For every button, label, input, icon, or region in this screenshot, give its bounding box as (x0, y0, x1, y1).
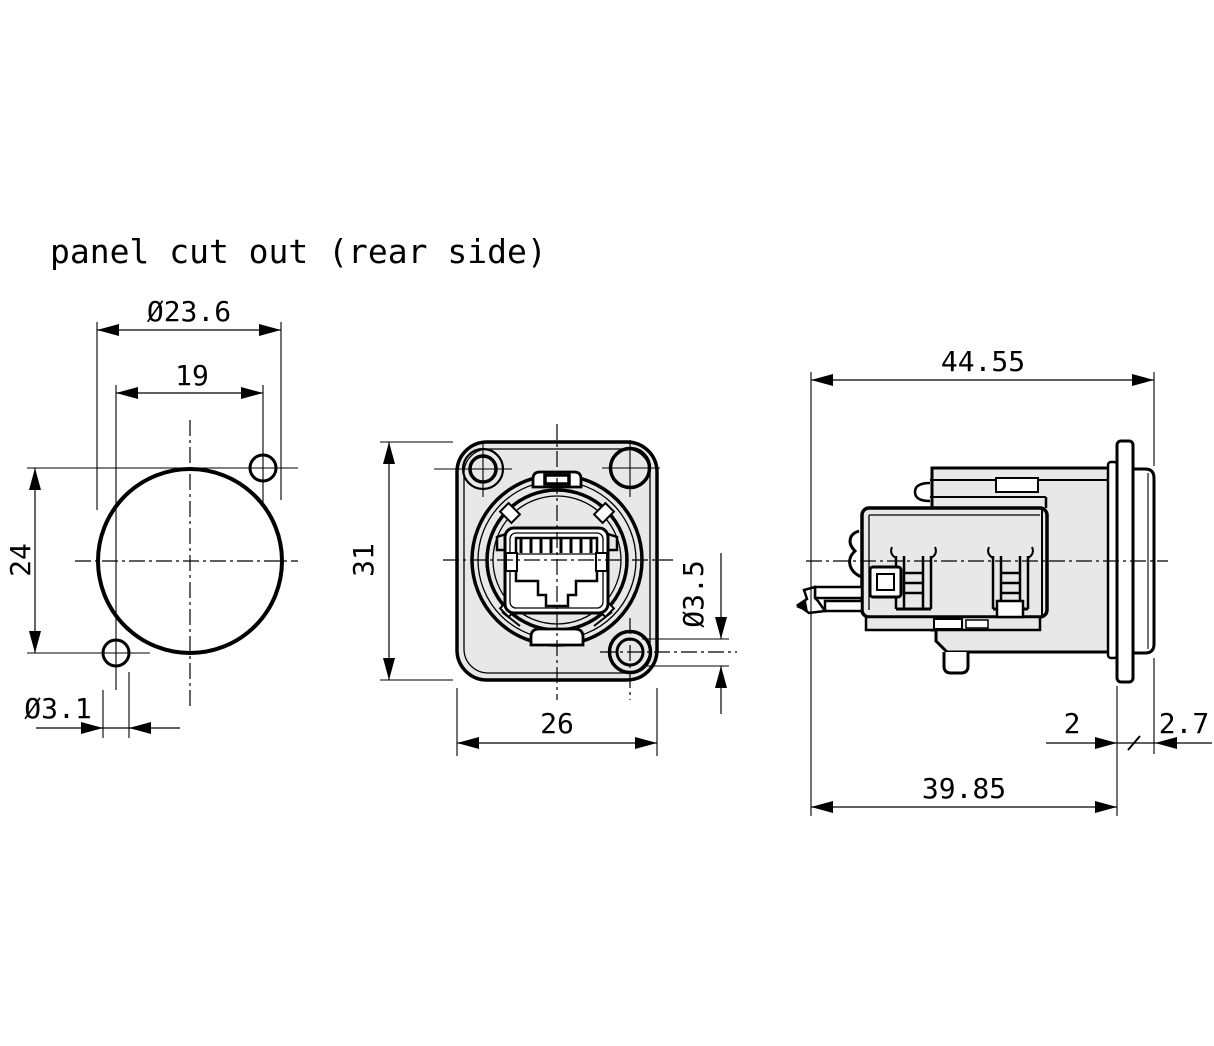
arrowhead (811, 374, 833, 386)
dim-flange-thickness-and-protrusion: 2 2.7 (1046, 658, 1212, 754)
dim-flange-height: 31 (347, 441, 453, 681)
dim-tick (1127, 735, 1141, 751)
contact-box-inner (876, 573, 895, 591)
dim-hole-pitch-vertical: 24 (4, 467, 298, 654)
arrowhead (29, 631, 41, 653)
arrowhead (129, 722, 151, 734)
side-view: 44.55 39.85 2 2.7 (795, 345, 1212, 816)
dim-total-depth: 44.55 (810, 345, 1155, 816)
arrowhead (81, 722, 103, 734)
idc-contacts (890, 546, 937, 611)
plate-detail (933, 618, 963, 630)
arrowhead (259, 324, 281, 336)
jack-shoulder-left (495, 532, 507, 552)
mounting-hole-top-left (434, 444, 512, 497)
drawing-title: panel cut out (rear side) (50, 232, 547, 271)
arrowhead (715, 617, 727, 639)
dim-label: 2 (1064, 707, 1081, 740)
rj45-side-notch-right (595, 552, 608, 572)
dim-label: 2.7 (1159, 707, 1210, 740)
front-view: 31 26 Ø3.5 (347, 424, 737, 756)
dim-label: 31 (347, 543, 380, 577)
dim-label: Ø23.6 (147, 295, 231, 328)
arrowhead (241, 387, 263, 399)
dim-label: 44.55 (941, 345, 1025, 378)
dim-hole-pitch-horizontal: 19 (115, 359, 264, 690)
dim-label: 19 (175, 359, 209, 392)
dim-label: 26 (540, 707, 574, 740)
dim-cutout-diameter: Ø23.6 (96, 295, 282, 510)
ground-tab (795, 585, 864, 615)
arrowhead (97, 324, 119, 336)
arrowhead (1095, 801, 1117, 813)
retention-spring (848, 529, 863, 579)
dim-label: Ø3.5 (677, 560, 710, 627)
bayonet-tab (498, 501, 522, 525)
contact-box (868, 565, 903, 599)
mounting-hole-top-right (602, 440, 660, 497)
arrowhead (383, 442, 395, 464)
arrowhead (29, 468, 41, 490)
rj45-opening (514, 536, 599, 608)
jack-corner-chord (501, 611, 521, 627)
dim-label: Ø3.1 (24, 692, 91, 725)
dim-mounting-hole-diameter: Ø3.1 (24, 672, 180, 738)
jack-corner-chord (593, 611, 613, 627)
dim-front-hole-diameter: Ø3.5 (642, 553, 729, 714)
arrowhead (1132, 374, 1154, 386)
mounting-leg (942, 652, 970, 675)
barrel-top-notch (995, 477, 1039, 493)
dim-depth-behind-flange: 39.85 (811, 686, 1118, 816)
dim-label: 39.85 (922, 772, 1006, 805)
jack-shoulder-right (607, 532, 619, 552)
latch-hook (913, 481, 931, 503)
arrowhead (457, 737, 479, 749)
panel-cutout-view: Ø23.6 19 24 Ø3.1 (4, 295, 298, 738)
bottom-tab (529, 627, 585, 647)
arrowhead (116, 387, 138, 399)
dim-label: 24 (4, 543, 37, 577)
mounting-hole-bottom-right (600, 618, 737, 700)
plate-detail (965, 619, 989, 629)
arrowhead (635, 737, 657, 749)
bayonet-tab (592, 501, 616, 525)
arrowhead (1095, 737, 1117, 749)
plate-detail (995, 599, 1025, 619)
arrowhead (383, 658, 395, 680)
dim-flange-width: 26 (456, 688, 658, 756)
arrowhead (715, 666, 727, 688)
arrowhead (811, 801, 833, 813)
rj45-side-notch-left (505, 552, 518, 572)
arrowhead (1155, 737, 1177, 749)
